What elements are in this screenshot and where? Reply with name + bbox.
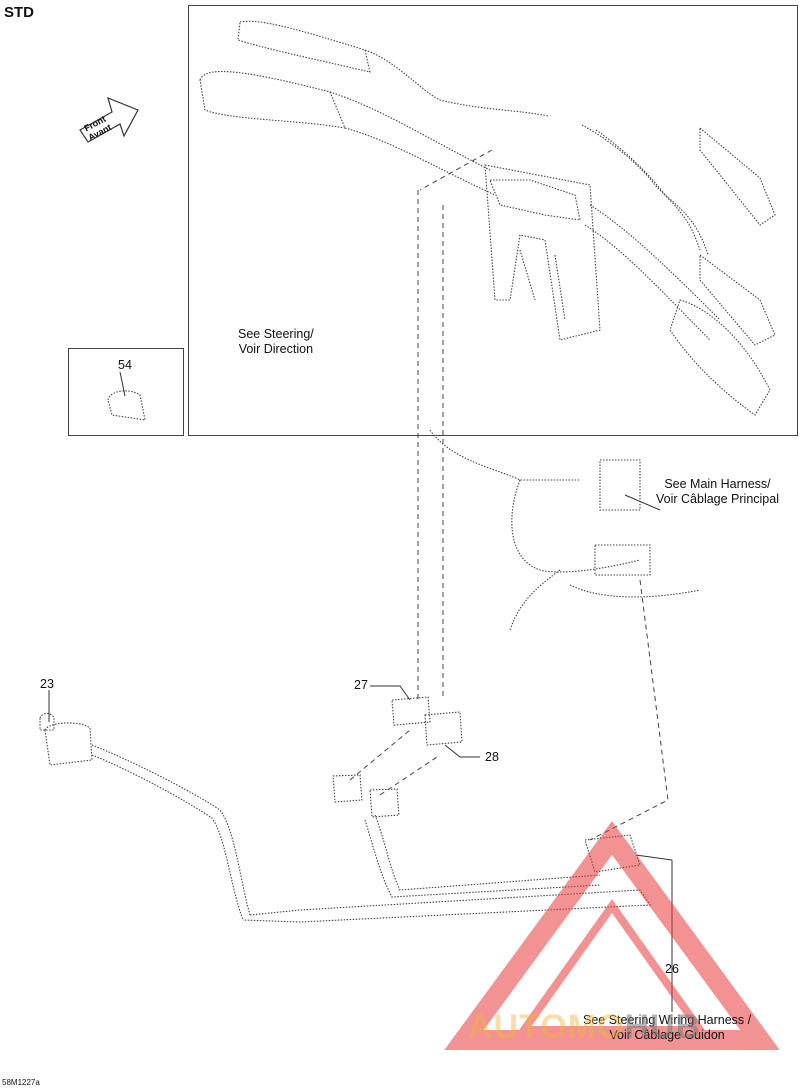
watermark-text-main: AUTOMO bbox=[468, 1008, 625, 1046]
note-main-harness-line2: Voir Câblage Principal bbox=[656, 492, 779, 506]
version-label: STD bbox=[4, 4, 34, 21]
callout-26: 26 bbox=[665, 962, 679, 976]
part-54-inset-frame bbox=[68, 348, 184, 436]
note-see-steering-wiring: See Steering Wiring Harness / Voir Câbla… bbox=[583, 1013, 751, 1043]
callout-23: 23 bbox=[40, 677, 54, 691]
watermark-logo bbox=[444, 821, 780, 1050]
note-see-steering-line1: See Steering/ bbox=[238, 327, 314, 341]
note-see-main-harness: See Main Harness/ Voir Câblage Principal bbox=[656, 477, 779, 507]
callout-54: 54 bbox=[118, 358, 132, 372]
watermark-text-hub: HUB bbox=[624, 1008, 702, 1046]
note-see-steering: See Steering/ Voir Direction bbox=[238, 327, 314, 357]
steering-detail-frame bbox=[188, 5, 798, 436]
watermark-text: AUTOMOHUB bbox=[468, 1008, 701, 1047]
callout-28: 28 bbox=[485, 750, 499, 764]
front-direction-arrow-icon bbox=[79, 96, 139, 143]
note-steering-wiring-line2: Voir Câblage Guidon bbox=[609, 1028, 725, 1042]
note-steering-wiring-line1: See Steering Wiring Harness / bbox=[583, 1013, 752, 1027]
note-main-harness-line1: See Main Harness/ bbox=[664, 477, 771, 491]
callout-27: 27 bbox=[354, 678, 368, 692]
note-see-steering-line2: Voir Direction bbox=[238, 342, 314, 356]
figure-id: 58M1227a bbox=[2, 1078, 40, 1087]
